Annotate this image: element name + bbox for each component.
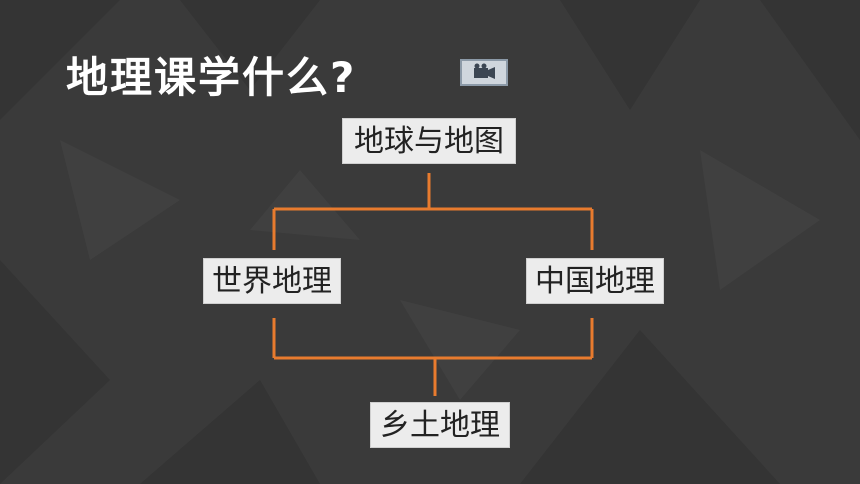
- slide-title: 地理课学什么?: [66, 53, 357, 102]
- node-local-geography: 乡土地理: [370, 402, 510, 448]
- node-earth-and-maps: 地球与地图: [342, 118, 516, 164]
- node-china-geography: 中国地理: [526, 258, 664, 304]
- video-camera-icon-glyph: [474, 63, 495, 79]
- video-camera-icon[interactable]: [460, 59, 508, 86]
- node-world-geography: 世界地理: [203, 258, 341, 304]
